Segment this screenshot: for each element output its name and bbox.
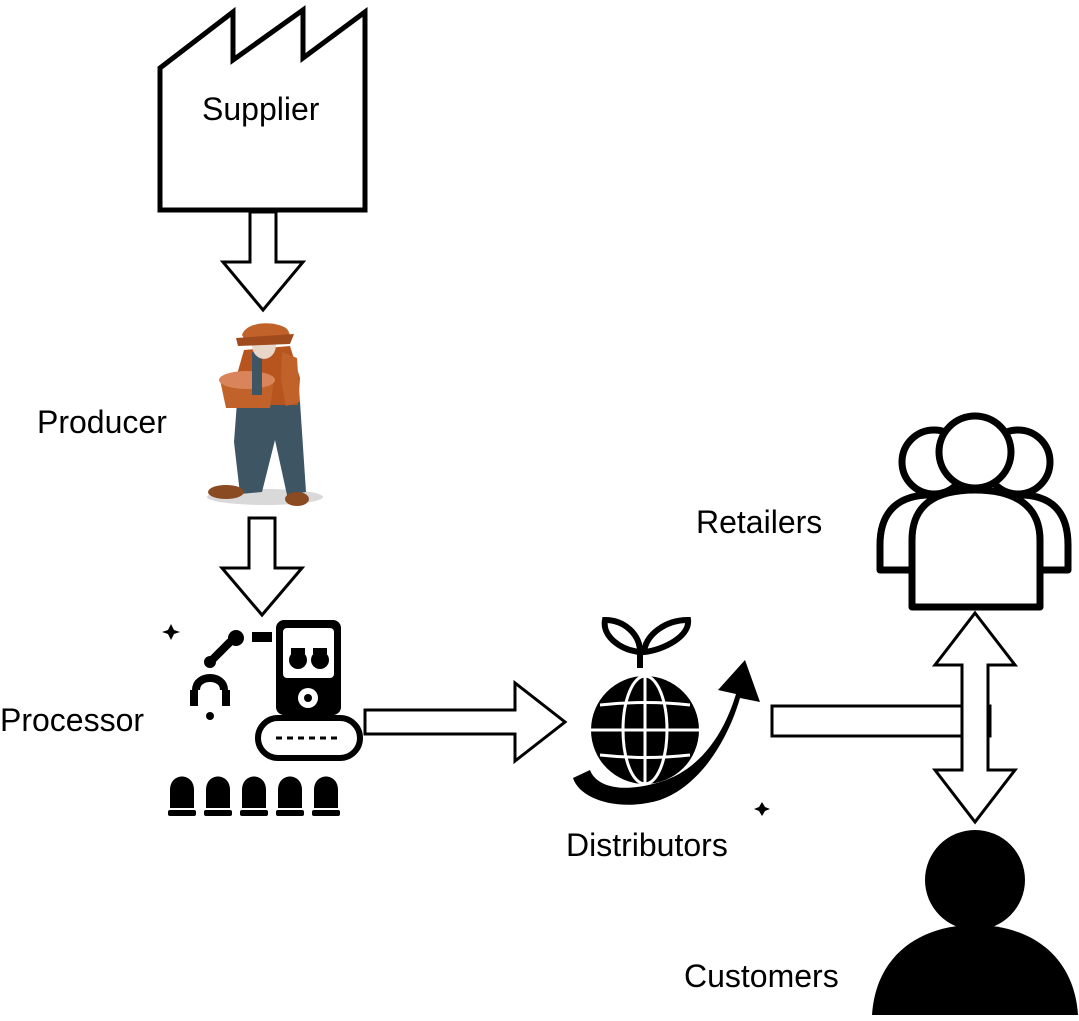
producer-label: Producer: [37, 404, 167, 440]
retailers-label: Retailers: [696, 504, 823, 540]
processor-label: Processor: [0, 702, 145, 738]
group-icon: [876, 412, 1072, 611]
arrow-supplier-producer: [219, 210, 307, 313]
supplier-label: Supplier: [202, 91, 320, 127]
person-icon: [872, 830, 1078, 1015]
farmer-icon: [207, 323, 323, 506]
arrow-distributors-junction: [770, 704, 992, 738]
customers-label: Customers: [684, 958, 839, 994]
factory-icon: [157, 5, 368, 213]
distributors-label: Distributors: [566, 827, 728, 863]
processing-machine-icon: [162, 620, 363, 816]
arrow-processor-distributors: [363, 679, 568, 765]
arrow-producer-processor: [218, 516, 306, 618]
globe-growth-icon: [573, 616, 770, 816]
arrow-retailers-customers: [931, 610, 1019, 825]
